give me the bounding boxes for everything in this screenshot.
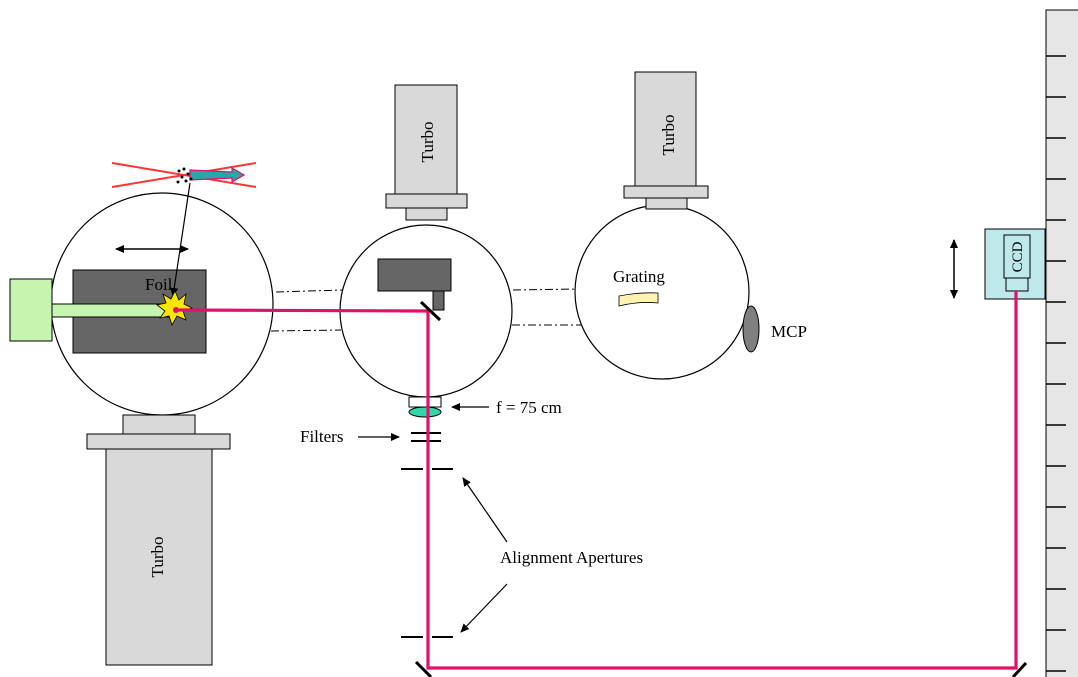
- foil-label: Foil: [145, 275, 173, 294]
- chamber-connector-lines: [270, 288, 582, 332]
- beam-arrow: [189, 166, 246, 184]
- middle-block-stem: [432, 290, 445, 311]
- middle-block: [377, 258, 452, 292]
- turbo-mid-label: Turbo: [418, 122, 437, 163]
- mirror-bottom-left: [414, 660, 433, 677]
- lens: [408, 396, 442, 418]
- foil-pointer: [170, 182, 191, 297]
- crossed-beams-inset: [111, 162, 257, 188]
- beam-mirrors: [414, 300, 1028, 677]
- turbo-right-label: Turbo: [659, 115, 678, 156]
- mirror-bottom-right: [1011, 661, 1028, 677]
- ruler-scale: [1045, 9, 1078, 677]
- filters: [411, 432, 441, 442]
- grating-element: [618, 292, 659, 307]
- mcp-detector: [742, 305, 760, 353]
- aperture-pointer-lower: [460, 583, 508, 633]
- mcp-label: MCP: [771, 322, 807, 341]
- particle-dots: [176, 167, 193, 184]
- turbo-pump-middle: Turbo: [385, 84, 468, 221]
- turbo-pump-bottom: Turbo: [86, 414, 231, 666]
- mirror-upper: [419, 300, 442, 322]
- turbo-bottom-label: Turbo: [148, 537, 167, 578]
- laser-rod: [51, 303, 172, 318]
- aperture-pointer-upper: [462, 477, 508, 543]
- filters-label: Filters: [300, 427, 343, 446]
- alignment-apertures: [401, 468, 453, 638]
- grating-label: Grating: [613, 267, 665, 286]
- turbo-pump-right: Turbo: [623, 71, 709, 210]
- beam-path: [175, 291, 1018, 670]
- ccd-label: CCD: [1010, 241, 1026, 272]
- lens-label: f = 75 cm: [496, 398, 562, 417]
- ccd-camera: CCD: [984, 228, 1046, 300]
- apertures-label: Alignment Apertures: [500, 548, 643, 567]
- grating-chamber: [574, 204, 760, 380]
